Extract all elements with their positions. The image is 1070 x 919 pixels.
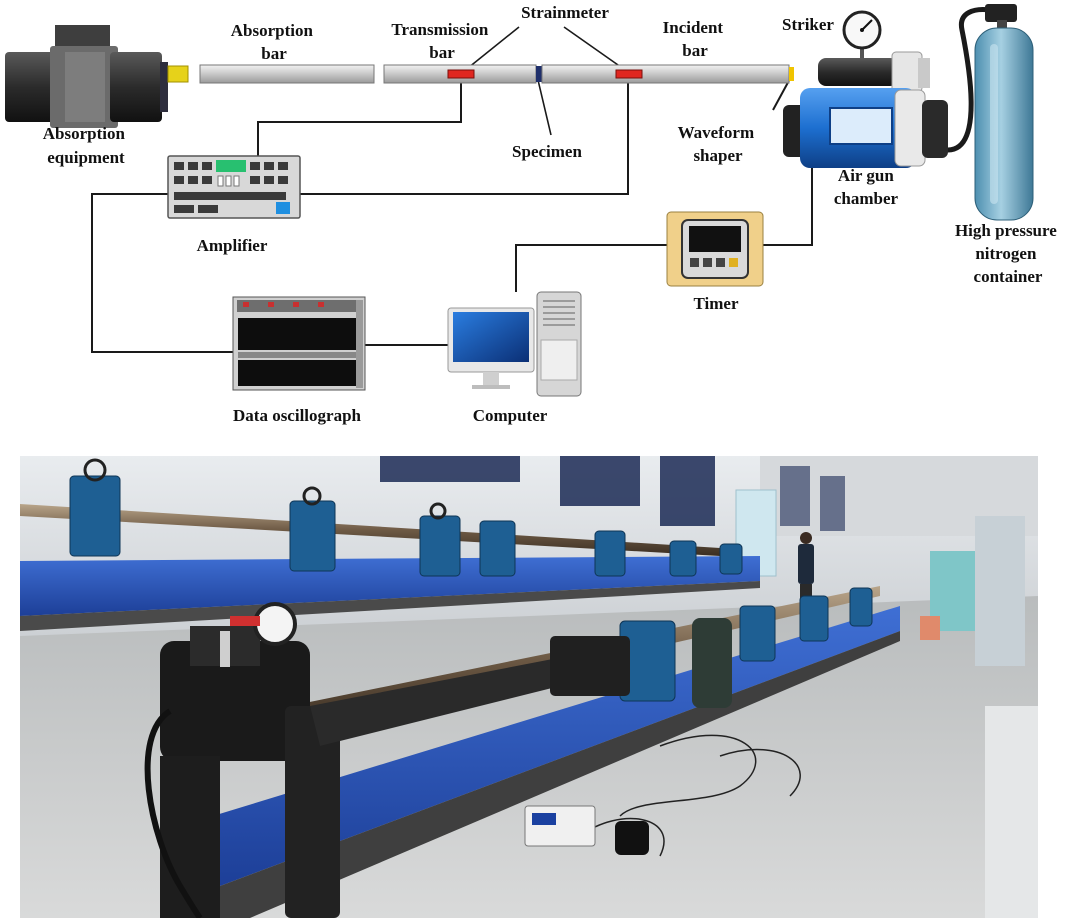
air-gun-icon: [783, 88, 948, 168]
photo-cup-holder: [615, 821, 649, 855]
label-specimen: Specimen: [512, 142, 582, 161]
photo-windows: [380, 456, 845, 531]
laboratory-photo: [20, 456, 1038, 918]
label-absorption-equipment: Absorption equipment: [43, 124, 129, 167]
photo-timer-box: [524, 805, 596, 847]
shpb-schematic-diagram: Absorption bar Transmission bar Strainme…: [5, 3, 1061, 425]
absorption-bar: [199, 64, 375, 84]
label-computer: Computer: [473, 406, 548, 425]
label-absorption-bar: Absorption bar: [231, 21, 317, 63]
label-high-pressure-nitrogen-container: High pressure nitrogen container: [955, 221, 1061, 286]
photo-back-rail-base: [20, 581, 760, 631]
label-strainmeter: Strainmeter: [521, 3, 609, 22]
label-timer: Timer: [693, 294, 738, 313]
photo-back-supports: [69, 475, 743, 577]
wire-specimen-pointer: [537, 79, 552, 136]
strain-gauge-transmission: [447, 69, 475, 79]
wire-amplifier-to-oscillograph: [91, 193, 233, 353]
wire-transmission-gauge-to-amplifier: [257, 78, 462, 160]
wire-computer-to-timer: [515, 244, 667, 292]
photo-front-supports: [619, 587, 873, 702]
label-amplifier: Amplifier: [197, 236, 268, 255]
bar-system: [199, 64, 794, 84]
incident-bar: [541, 64, 790, 84]
photo-hose: [144, 708, 203, 918]
desktop-computer-icon: [447, 291, 582, 397]
striker-icon: [818, 51, 930, 93]
label-data-oscillograph: Data oscillograph: [233, 406, 362, 425]
absorption-equipment-icon: [5, 25, 189, 128]
wire-timer-to-air-gun: [763, 165, 813, 246]
pressure-gauge-icon: [842, 10, 882, 58]
signal-wires: [91, 7, 991, 353]
specimen: [536, 66, 542, 82]
photo-right-equipment: [920, 516, 1038, 918]
label-air-gun-chamber: Air gun chamber: [834, 166, 899, 208]
label-striker: Striker: [782, 15, 834, 34]
photo-back-rail: [20, 556, 760, 616]
label-waveform-shaper: Waveform shaper: [678, 123, 759, 165]
nitrogen-hose: [947, 7, 991, 153]
photo-air-gun: [160, 602, 630, 918]
photo-back-bar: [20, 504, 720, 556]
label-transmission-bar: Transmission bar: [391, 20, 492, 62]
diagram-labels: Absorption bar Transmission bar Strainme…: [43, 3, 1061, 425]
timer-icon: [666, 211, 764, 287]
gas-cylinder-icon: [974, 4, 1034, 221]
wire-incident-gauge-to-amplifier: [300, 78, 629, 195]
waveform-shaper: [789, 67, 794, 81]
oscillograph-icon: [232, 296, 366, 391]
label-incident-bar: Incident bar: [663, 18, 728, 60]
photo-handwheels: [83, 458, 447, 520]
photo-clamp: [692, 618, 732, 708]
strain-gauge-incident: [615, 69, 643, 79]
amplifier-icon: [167, 155, 301, 219]
